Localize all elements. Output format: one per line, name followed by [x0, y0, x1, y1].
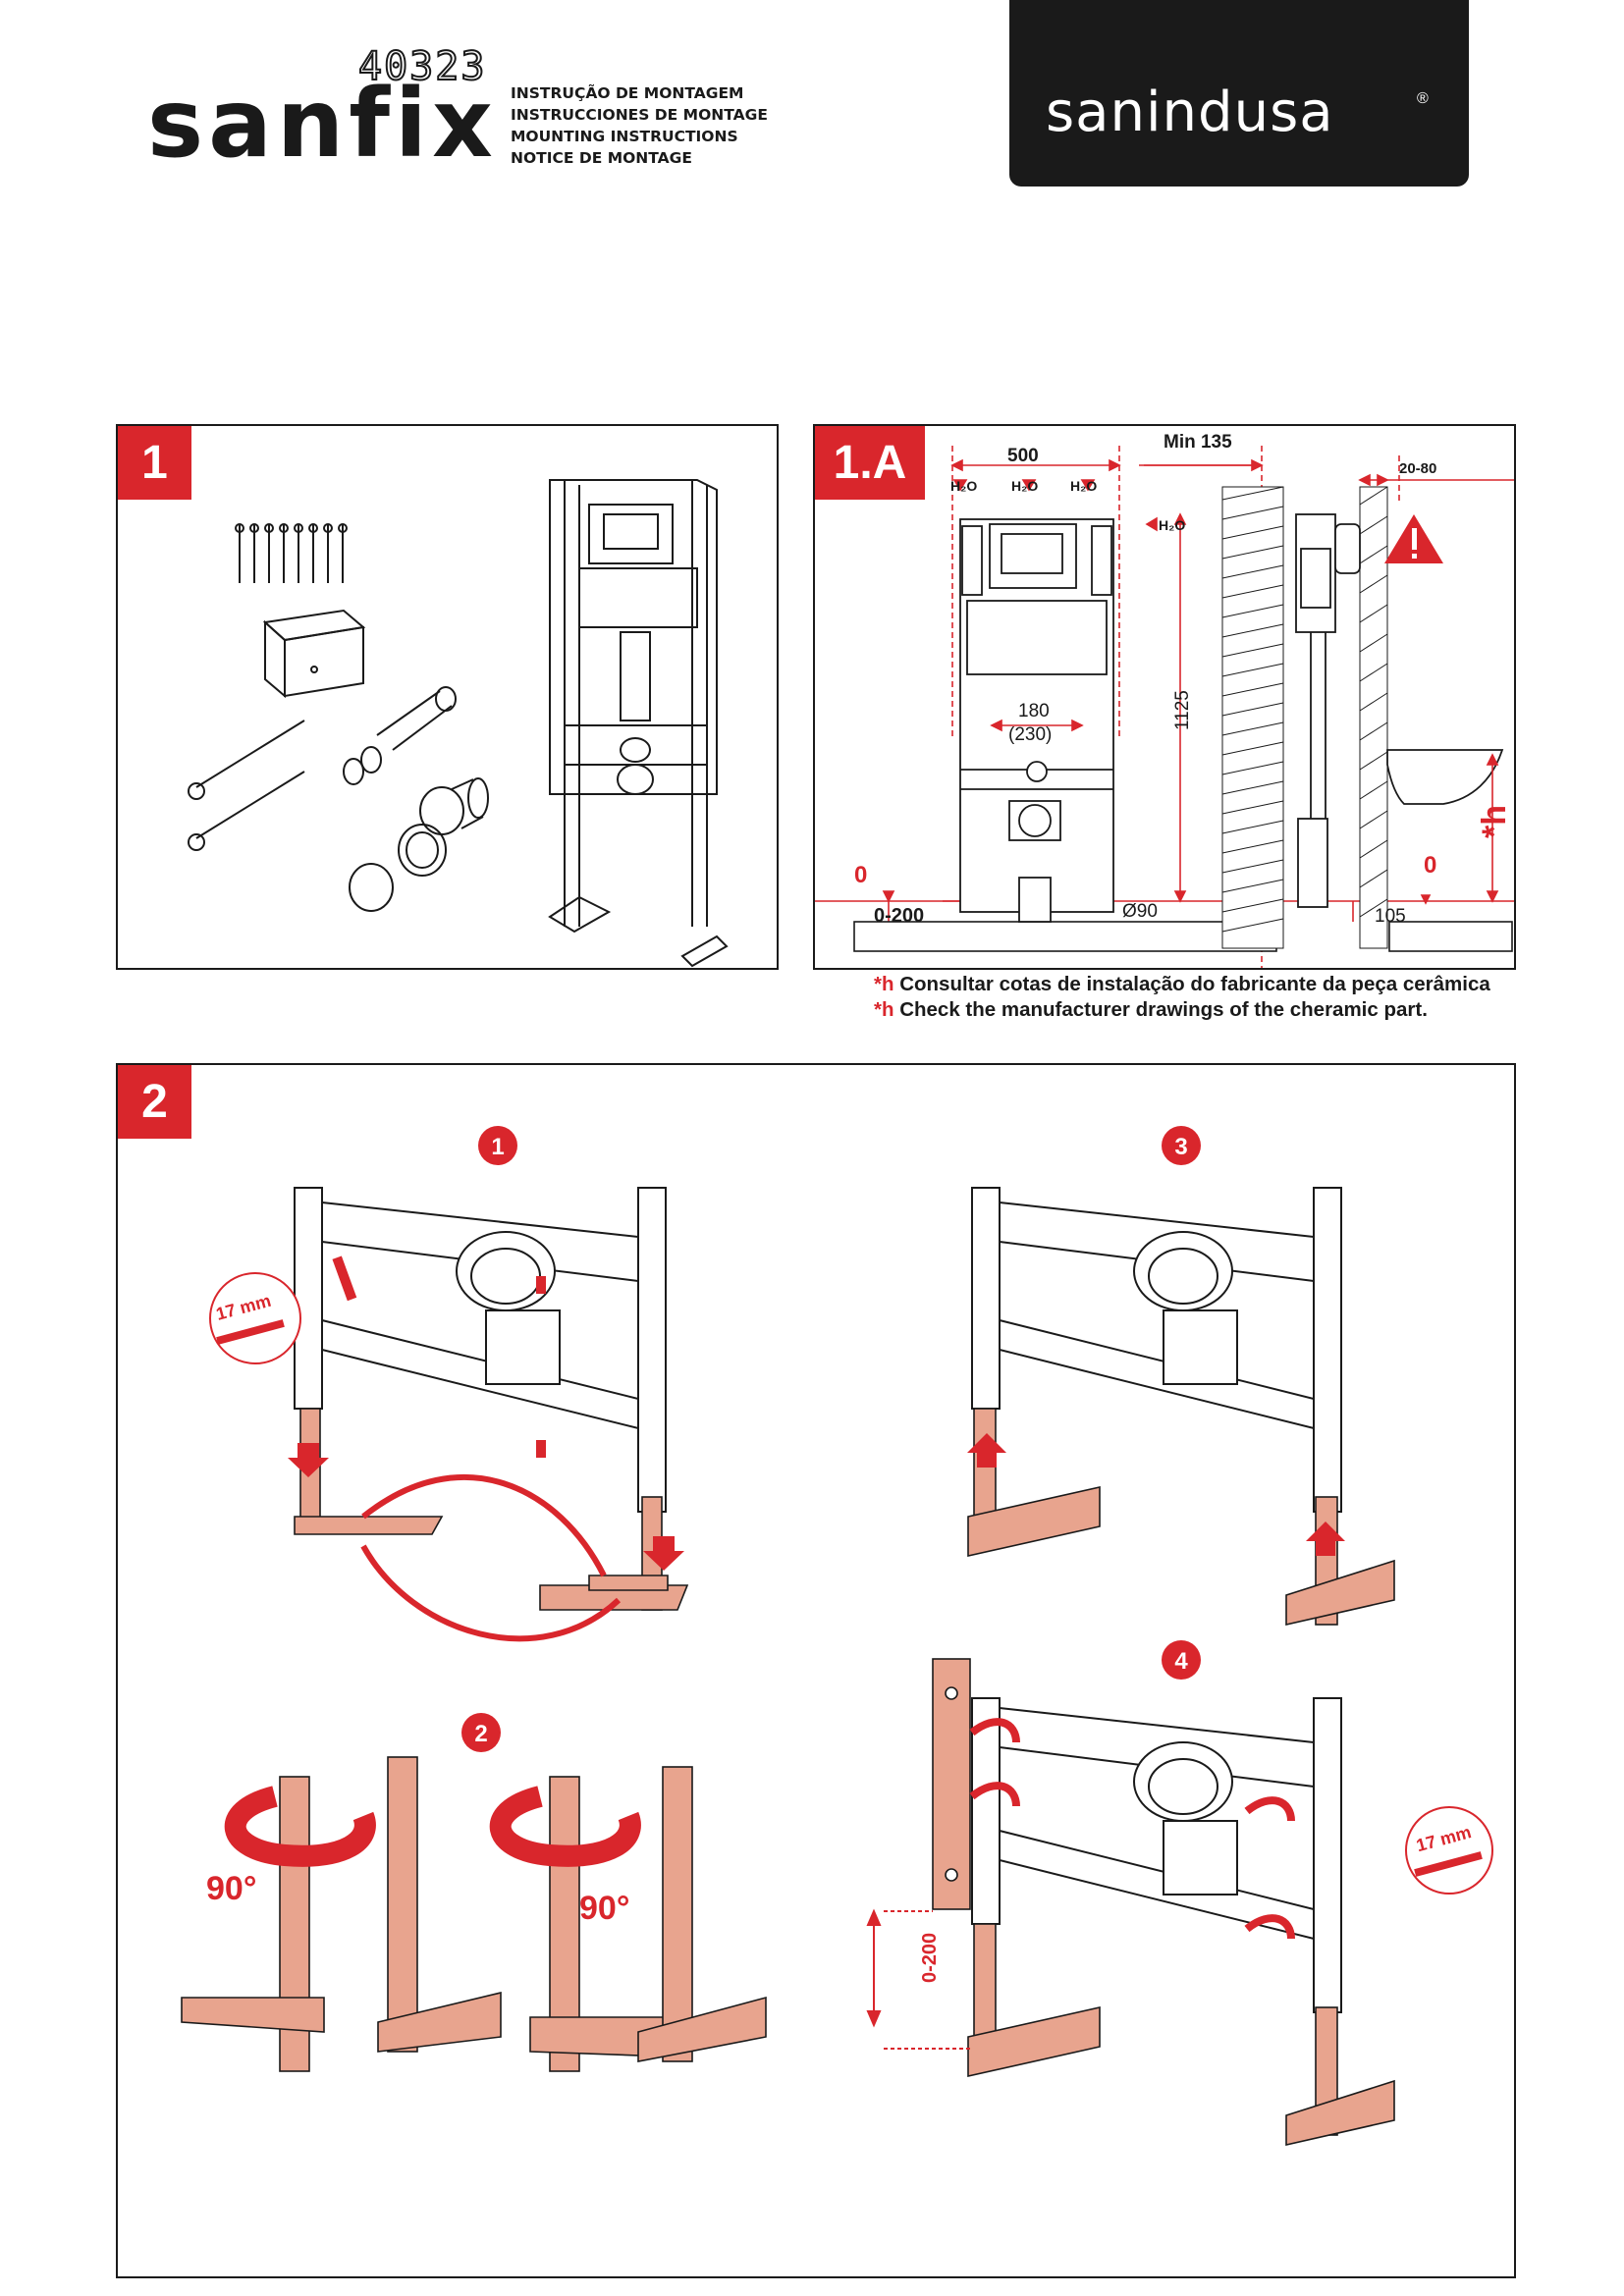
- protection-box-icon: [262, 609, 366, 699]
- step-2-legs: [181, 1756, 767, 2072]
- swap-arrows: [360, 1474, 622, 1642]
- floor-illustration: [853, 921, 1277, 952]
- frame-side-view: [1295, 513, 1504, 908]
- anchor-screws-icon: [235, 523, 348, 583]
- assembly-steps-illustration: 1 2 3 4: [181, 1126, 1493, 2147]
- dim-spacing: 180: [1018, 701, 1050, 721]
- warning-icon: [1384, 514, 1443, 563]
- height-range-label: 0-200: [919, 1933, 941, 1983]
- panel-1a-badge: 1.A: [815, 426, 925, 500]
- rotation-label-1: 90°: [206, 1870, 256, 1907]
- threaded-rod-icon: [195, 771, 305, 839]
- step-1-legs: [294, 1408, 689, 1611]
- dim-zero: 0: [854, 862, 867, 888]
- panel-1a: 1.A: [813, 424, 1516, 970]
- registered-mark: ®: [1417, 90, 1429, 107]
- step-4-legs: [967, 1923, 1395, 2147]
- flush-pipe-icon: [343, 686, 457, 785]
- frame-front-view: [959, 518, 1114, 923]
- step-3-label: 3: [1174, 1134, 1187, 1160]
- step-3-arrows: [967, 1433, 1345, 1556]
- dim-height: 1125: [1172, 690, 1193, 730]
- rotation-label-2: 90°: [579, 1890, 629, 1927]
- dim-zero-right: 0: [1424, 852, 1436, 879]
- h2o-label-3: H₂O: [1070, 478, 1097, 494]
- panel-2: 2 1 2 3 4: [116, 1063, 1516, 2278]
- rotate-arrows: [224, 1786, 641, 1867]
- step-4-adjust-arrows: [969, 1718, 1295, 1940]
- title-en: MOUNTING INSTRUCTIONS: [511, 128, 738, 145]
- title-fr: NOTICE DE MONTAGE: [511, 149, 692, 167]
- company-logo: sanindusa: [1046, 80, 1334, 144]
- dim-range: 0-200: [874, 905, 924, 927]
- dim-width: 500: [1007, 446, 1039, 466]
- panel-2-badge: 2: [118, 1065, 191, 1139]
- note-pt: *h Consultar cotas de instalação do fabr…: [874, 973, 1490, 995]
- threaded-rod-icon: [195, 720, 305, 788]
- product-code: 40323: [357, 43, 487, 90]
- frame-illustration: [548, 479, 729, 968]
- dim-spacing-alt: (230): [1008, 724, 1052, 745]
- step-1-arrows: [288, 1255, 684, 1571]
- dim-wall-gap: 20-80: [1399, 460, 1436, 477]
- step-1-frame: [294, 1187, 667, 1513]
- installation-dimensions-diagram: 500 Min 135 20-80 H₂O H₂O H₂O H₂O 0 0-20…: [815, 432, 1514, 968]
- dim-min: Min 135: [1164, 432, 1232, 453]
- step-markers: [461, 1126, 1201, 1752]
- dim-h-mark: *h: [1476, 805, 1513, 838]
- step-3-frame: [971, 1187, 1342, 1513]
- document-titles: INSTRUÇÃO DE MONTAGEM INSTRUCCIONES DE M…: [511, 82, 768, 169]
- panel-1: 1: [116, 424, 779, 970]
- brand-name: sanfix: [147, 69, 498, 179]
- panel-1-badge: 1: [118, 426, 191, 500]
- note-en: *h Check the manufacturer drawings of th…: [874, 998, 1428, 1021]
- wrench-icon: 17 mm: [209, 1272, 301, 1364]
- parts-kit-illustration: [188, 479, 729, 968]
- step-1-label: 1: [491, 1134, 504, 1160]
- step-2-label: 2: [474, 1721, 487, 1747]
- title-pt: INSTRUÇÃO DE MONTAGEM: [511, 84, 744, 102]
- title-es: INSTRUCCIONES DE MONTAGE: [511, 106, 768, 124]
- dim-offset: 105: [1375, 906, 1406, 927]
- installation-notes: *h Consultar cotas de instalação do fabr…: [874, 972, 1517, 1023]
- h2o-label-1: H₂O: [950, 478, 977, 494]
- wall-hatch-illustration: [1221, 486, 1388, 949]
- drain-connector-icon: [349, 777, 489, 912]
- wrench-icon: 17 mm: [1405, 1806, 1493, 1895]
- company-logo-box: [1009, 0, 1469, 187]
- step-4-label: 4: [1174, 1648, 1188, 1675]
- height-range-indicator: [866, 1908, 972, 2050]
- dim-pipe: Ø90: [1122, 901, 1158, 922]
- h2o-label-4: H₂O: [1159, 517, 1185, 533]
- step-4-frame: [971, 1697, 1342, 2013]
- h2o-label-2: H₂O: [1011, 478, 1038, 494]
- spirit-level-icon: [932, 1658, 971, 1910]
